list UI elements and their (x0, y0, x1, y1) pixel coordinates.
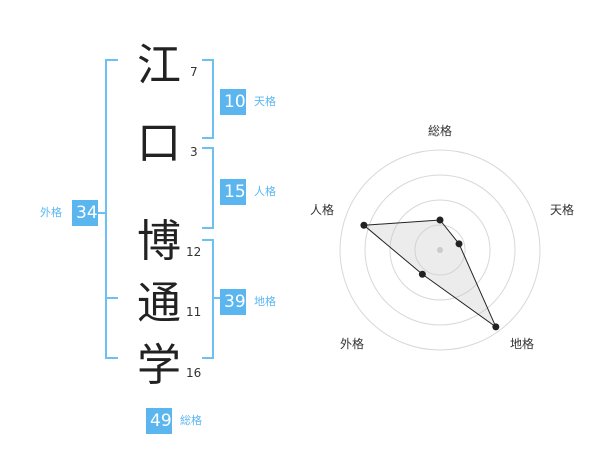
name-char-4: 通 (137, 278, 181, 329)
name-char-5: 学 (137, 340, 181, 391)
radar-axis-label-chikaku: 地格 (510, 337, 535, 351)
radar-point-5 (360, 221, 368, 229)
name-char-3: 博 (137, 216, 181, 267)
soukaku-score: 49 (146, 408, 172, 434)
stroke-count-2: 3 (190, 145, 198, 159)
chikaku-score: 39 (220, 289, 246, 315)
name-char-1: 江 (137, 40, 181, 91)
radar-grid-ring (339, 149, 541, 351)
radar-axis-label-tenkaku: 天格 (550, 203, 575, 217)
radar-point-1 (436, 216, 444, 224)
name-char-2: 口 (137, 118, 181, 169)
jinkaku-score: 15 (220, 179, 246, 205)
radar-point-4 (418, 270, 426, 278)
radar-grid-ring (414, 224, 466, 276)
gaikaku-score: 34 (72, 200, 98, 226)
gaikaku-label: 外格 (40, 206, 62, 219)
radar-axis-label-jinkaku: 人格 (310, 203, 335, 217)
radar-point-2 (455, 240, 463, 248)
chikaku-label: 地格 (254, 295, 276, 308)
radar-grid-ring (364, 174, 516, 326)
radar-axis-label-gaikaku: 外格 (340, 337, 365, 351)
radar-axis-label-soukaku: 総格 (428, 124, 453, 138)
tenkaku-score: 10 (220, 89, 246, 115)
tenkaku-label: 天格 (254, 95, 276, 108)
jinkaku-label: 人格 (254, 185, 276, 198)
radar-center-dot (437, 247, 443, 253)
radar-polygon (362, 219, 498, 329)
stroke-count-4: 11 (186, 305, 202, 319)
soukaku-label: 総格 (180, 414, 202, 427)
radar-point-3 (492, 323, 500, 331)
stroke-count-5: 16 (186, 366, 202, 380)
stroke-count-3: 12 (186, 245, 202, 259)
radar-grid-ring (389, 199, 491, 301)
stroke-count-1: 7 (190, 65, 198, 79)
